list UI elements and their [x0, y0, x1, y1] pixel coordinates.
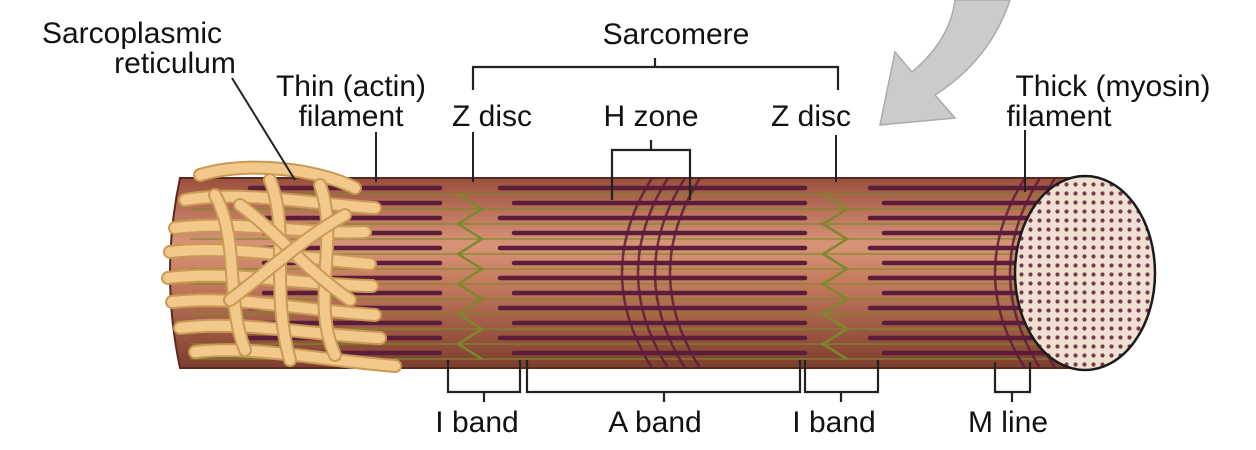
z-disc-left-label: Z disc: [452, 100, 532, 133]
reticulum-tubule: [225, 210, 350, 305]
reticulum-tubule: [195, 162, 360, 193]
m-line-arc: [653, 178, 687, 368]
sarcoplasmic-reticulum-label-1: Sarcoplasmic: [42, 17, 222, 50]
direction-arrow: [879, 0, 1011, 126]
m-line-bracket: [993, 362, 1032, 402]
m-line-arc: [1008, 178, 1042, 368]
reticulum-tubule: [210, 190, 250, 355]
fiber-end-cross-section: [1013, 174, 1157, 372]
thick-filament-label-2: filament: [1006, 100, 1112, 133]
sarcomere-bracket: [471, 58, 840, 90]
z-disc-zigzag: [455, 192, 485, 361]
i-band-left-label: I band: [435, 406, 518, 439]
thin-filament-label-2: filament: [298, 100, 404, 133]
m-line-arc: [636, 178, 670, 368]
a-band-label: A band: [608, 406, 701, 439]
m-line-arc: [993, 178, 1027, 368]
i-band-left-bracket: [446, 360, 522, 402]
m-line-arc: [620, 178, 654, 368]
a-band-bracket: [525, 360, 802, 402]
h-zone-bracket: [610, 140, 692, 200]
m-line-arc: [668, 178, 702, 368]
z-disc-zigzag: [820, 192, 850, 361]
i-band-right-label: I band: [792, 406, 875, 439]
sarcomere-label: Sarcomere: [603, 18, 750, 51]
sarcoplasmic-reticulum-network: [161, 160, 402, 373]
reticulum-tubule: [165, 244, 375, 269]
thick-filament-label-1: Thick (myosin): [1015, 70, 1210, 103]
z-disc-right-label: Z disc: [771, 100, 851, 133]
sarcoplasmic-reticulum-label-2: reticulum: [114, 47, 236, 80]
reticulum-tubule: [315, 180, 340, 360]
h-zone-label: H zone: [603, 100, 698, 133]
reticulum-tubule: [175, 320, 385, 343]
thin-filament-label-1: Thin (actin): [276, 70, 426, 103]
leader-lines: [231, 77, 1026, 192]
i-band-right-bracket: [803, 360, 880, 402]
m-line-label: M line: [968, 406, 1048, 439]
reticulum-tubule: [167, 295, 380, 320]
